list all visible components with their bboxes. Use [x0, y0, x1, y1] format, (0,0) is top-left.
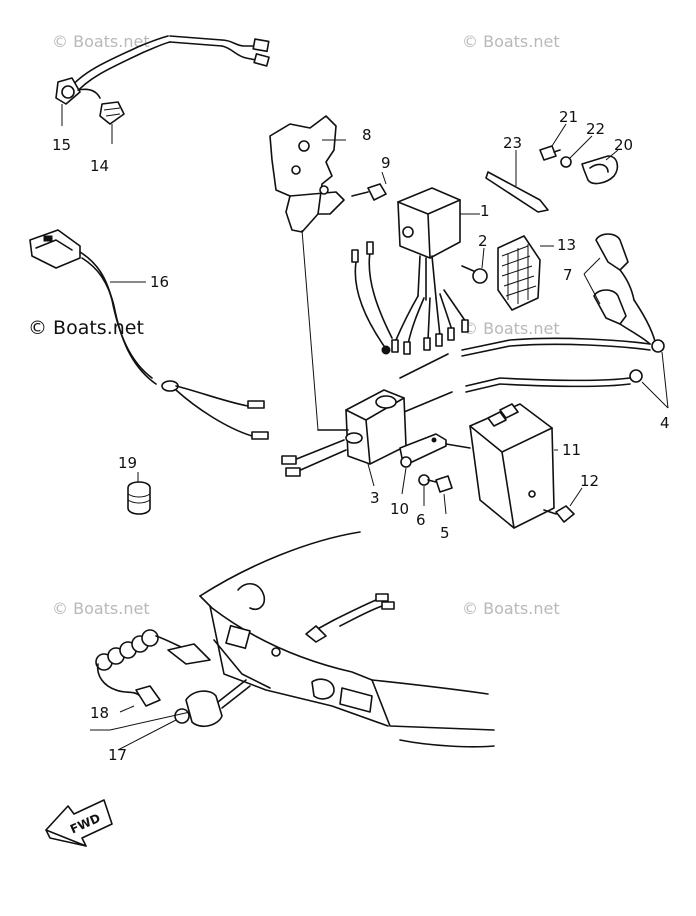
- clamp-20: [581, 149, 619, 185]
- bolt-9: [351, 171, 387, 201]
- callout-11: 11: [562, 441, 581, 459]
- lead-wire-16: [29, 229, 269, 440]
- screw-2: [461, 247, 488, 284]
- callout-8: 8: [362, 126, 372, 144]
- watermark: © Boats.net: [462, 319, 560, 338]
- callout-9: 9: [381, 154, 391, 172]
- callout-18: 18: [90, 704, 109, 722]
- callout-22: 22: [586, 120, 605, 138]
- callout-6: 6: [416, 511, 426, 529]
- callout-19: 19: [118, 454, 137, 472]
- watermark: © Boats.net: [462, 32, 560, 51]
- callout-14: 14: [90, 157, 109, 175]
- watermark: © Boats.net: [462, 599, 560, 618]
- callout-13: 13: [557, 236, 576, 254]
- callout-2: 2: [478, 232, 488, 250]
- screw-12: [543, 487, 583, 523]
- callout-16: 16: [150, 273, 169, 291]
- high-tension-cord-4: [399, 299, 669, 413]
- callout-23: 23: [503, 134, 522, 152]
- tie-strap-23: [485, 150, 549, 213]
- watermark: © Boats.net: [28, 317, 144, 339]
- bottom-cowling: [199, 531, 495, 748]
- fwd-arrow-icon: FWD: [45, 799, 113, 847]
- washer-22: [560, 135, 593, 168]
- callout-15: 15: [52, 136, 71, 154]
- washer-6: [418, 474, 430, 506]
- watermarks: © Boats.net © Boats.net © Boats.net © Bo…: [28, 32, 560, 618]
- callout-3: 3: [370, 489, 380, 507]
- plug-cap-7: [583, 233, 651, 345]
- ignition-coil-3: [281, 389, 407, 487]
- callout-10: 10: [390, 500, 409, 518]
- callout-7: 7: [563, 266, 573, 284]
- callout-21: 21: [559, 108, 578, 126]
- cdi-unit-1: [351, 187, 480, 355]
- terminal-block-13: [497, 235, 554, 311]
- callout-1: 1: [480, 202, 490, 220]
- stop-switch-lead-assembly: [55, 35, 270, 144]
- callout-5: 5: [440, 524, 450, 542]
- callout-20: 20: [614, 136, 633, 154]
- callout-12: 12: [580, 472, 599, 490]
- bracket-10: [399, 433, 471, 495]
- callout-4: 4: [660, 414, 670, 432]
- stop-switch-plug-17: [90, 679, 251, 751]
- lanyard-18: [95, 629, 211, 713]
- bolt-21: [539, 123, 567, 161]
- watermark: © Boats.net: [52, 32, 150, 51]
- bolt-5: [427, 475, 453, 515]
- cover-11: [469, 403, 558, 529]
- watermark: © Boats.net: [52, 599, 150, 618]
- callout-17: 17: [108, 746, 127, 764]
- grommet-19: [127, 472, 151, 515]
- bracket-8: [269, 115, 346, 431]
